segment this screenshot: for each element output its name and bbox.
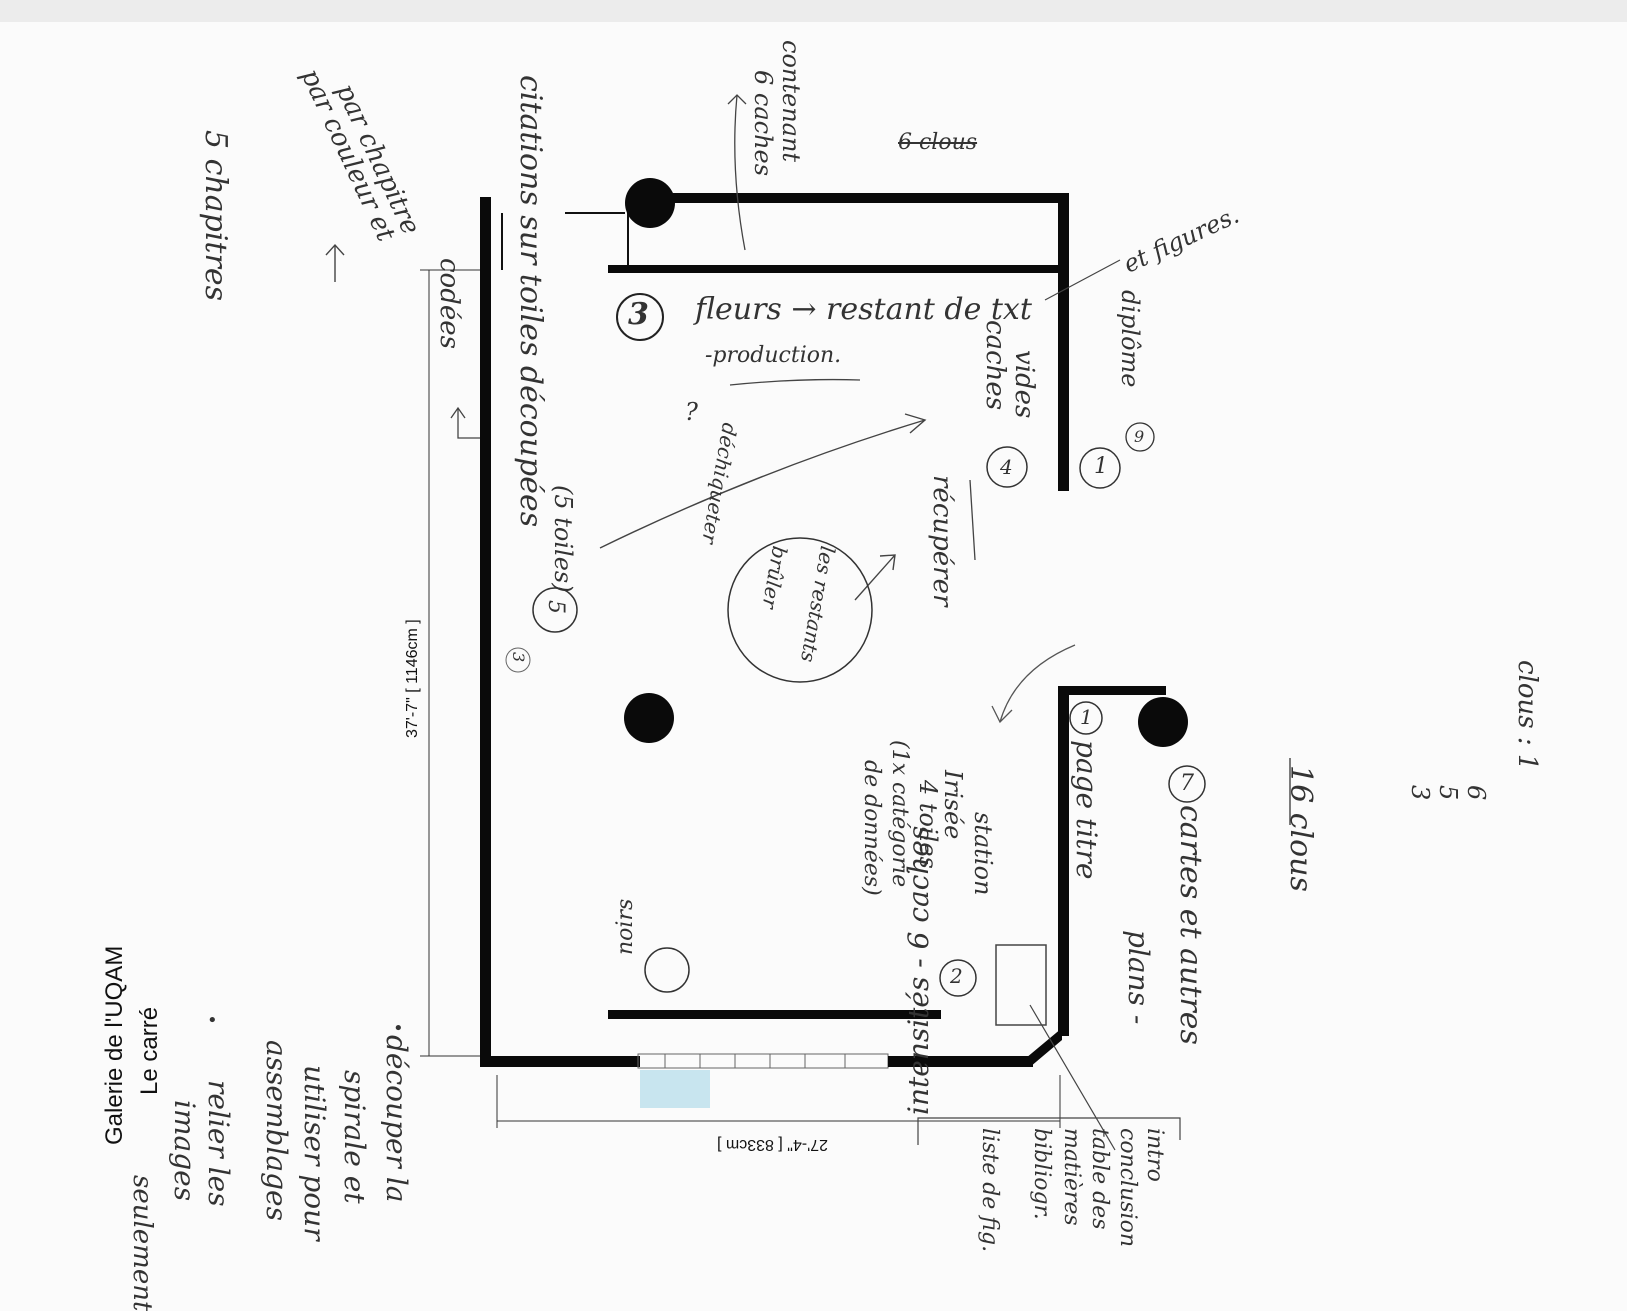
note-num5: 5 — [543, 600, 568, 614]
bullet: • — [393, 1018, 404, 1039]
note-biblio: bibliogr. — [1029, 1128, 1054, 1220]
note-clous-5: 5 — [1434, 785, 1462, 801]
note-num4: 4 — [1000, 455, 1013, 479]
note-fleurs: fleurs → restant de txt — [695, 292, 1032, 327]
note-decouper-1: découper la — [380, 1035, 413, 1203]
note-caches-contenant-1: 6 caches — [749, 70, 777, 177]
wall-corner — [1026, 1028, 1062, 1067]
dimension-length: 37'-7" [ 1146cm ] — [404, 619, 421, 738]
wall-bottom-left — [480, 1056, 640, 1067]
note-categorie-2: de données) — [859, 760, 884, 896]
note-caches-vides-1: caches — [980, 320, 1010, 411]
note-cartes: cartes et autres — [1173, 805, 1208, 1045]
note-codees: codées — [434, 258, 464, 349]
circle-4 — [986, 446, 1028, 488]
window — [637, 1053, 889, 1069]
note-utiliser-2: assemblages — [260, 1040, 293, 1221]
note-table-matieres-2: matières — [1059, 1128, 1084, 1226]
note-caches-vides-2: vides — [1009, 350, 1039, 419]
note-clous-total: 16 clous — [1283, 765, 1318, 892]
bracket-intro — [917, 1117, 1181, 1145]
note-caches-contenant-2: contenant — [777, 40, 805, 163]
circle-3 — [616, 293, 664, 341]
column — [1138, 697, 1188, 747]
note-diplome: diplôme — [1116, 290, 1144, 388]
arrow-caches-contenant — [734, 94, 746, 251]
note-relier-2: images — [168, 1100, 201, 1202]
circle-3-wall — [505, 647, 531, 673]
note-relier-1: relier les — [202, 1080, 235, 1207]
underline-production — [729, 378, 861, 386]
circle-5 — [532, 587, 578, 633]
arrow-codees — [457, 408, 480, 439]
note-intro: intro — [1142, 1128, 1167, 1182]
wall-bottom-right — [888, 1056, 1033, 1067]
note-page-titre: page titre — [1070, 740, 1103, 880]
circle-6 — [644, 947, 690, 993]
wall-entry-stub — [1058, 686, 1166, 695]
note-chapitres: 5 chapitres — [198, 130, 233, 301]
note-num2: 2 — [950, 964, 963, 988]
note-clous-3: 3 — [1406, 785, 1434, 801]
leader-figures — [1044, 259, 1121, 301]
note-recuperer: récupérer — [927, 475, 957, 607]
column — [624, 693, 674, 743]
column — [625, 178, 675, 228]
note-clous-label: clous : 1 — [1512, 660, 1542, 771]
note-num3: 3 — [628, 297, 649, 332]
wall-left — [480, 197, 491, 1067]
underline-recuperer — [969, 479, 976, 561]
note-num7: 7 — [1180, 771, 1194, 796]
note-six-clous: 6 clous — [898, 130, 978, 155]
circle-bruler — [727, 537, 873, 683]
note-num1: 1 — [1080, 705, 1093, 729]
arrow-entry — [999, 644, 1076, 723]
table-box — [995, 944, 1047, 1026]
note-conclusion: conclusion — [1115, 1128, 1140, 1248]
note-plans: plans - — [1122, 930, 1155, 1025]
note-station: station — [969, 812, 997, 896]
note-num1-door: 1 — [1094, 454, 1108, 479]
room-name: Le carré — [136, 1006, 163, 1095]
bullet: • — [207, 1010, 218, 1031]
note-production: -production. — [705, 343, 842, 368]
circle-9 — [1125, 422, 1155, 452]
circle-1-door — [1079, 447, 1121, 489]
wall-right-upper — [1058, 193, 1069, 491]
wall-right-lower — [1058, 686, 1069, 1036]
circle-2 — [939, 959, 977, 997]
arrow-recuperer — [854, 554, 896, 601]
note-table-matieres-1: table des — [1087, 1128, 1112, 1230]
note-toiles5: (5 toiles) — [549, 485, 577, 593]
note-bruler-q: ? — [685, 398, 698, 426]
wall-top — [648, 193, 1068, 203]
note-num3-wall: 3 — [509, 652, 528, 663]
floor-plan-drawing — [325, 94, 1291, 1151]
dimension-width: 27'-4" [ 833cm ] — [716, 1136, 828, 1153]
note-citations: citations sur toiles découpées — [513, 75, 548, 528]
partition-bottom — [608, 1010, 941, 1019]
leader-intro — [1029, 1004, 1116, 1151]
note-liste: liste de fig. — [977, 1128, 1002, 1253]
note-decouper-2: spirale et — [338, 1070, 371, 1204]
arrow-citations — [599, 419, 926, 549]
partition-top — [608, 265, 1068, 273]
note-noirs: noirs — [613, 898, 638, 955]
note-clous-6: 6 — [1462, 785, 1490, 801]
scan-edge — [0, 0, 1627, 22]
circle-1 — [1069, 701, 1103, 735]
note-irisee: Irisée — [939, 770, 967, 840]
circle-7 — [1168, 765, 1206, 803]
gallery-name: Galerie de l'UQAM — [101, 945, 128, 1145]
note-num9: 9 — [1134, 427, 1145, 446]
note-seulement: seulement — [127, 1175, 157, 1311]
window-stain — [640, 1070, 710, 1108]
note-utiliser-1: utiliser pour — [298, 1065, 331, 1241]
note-intensites: intensités - 6 caches — [902, 825, 935, 1115]
